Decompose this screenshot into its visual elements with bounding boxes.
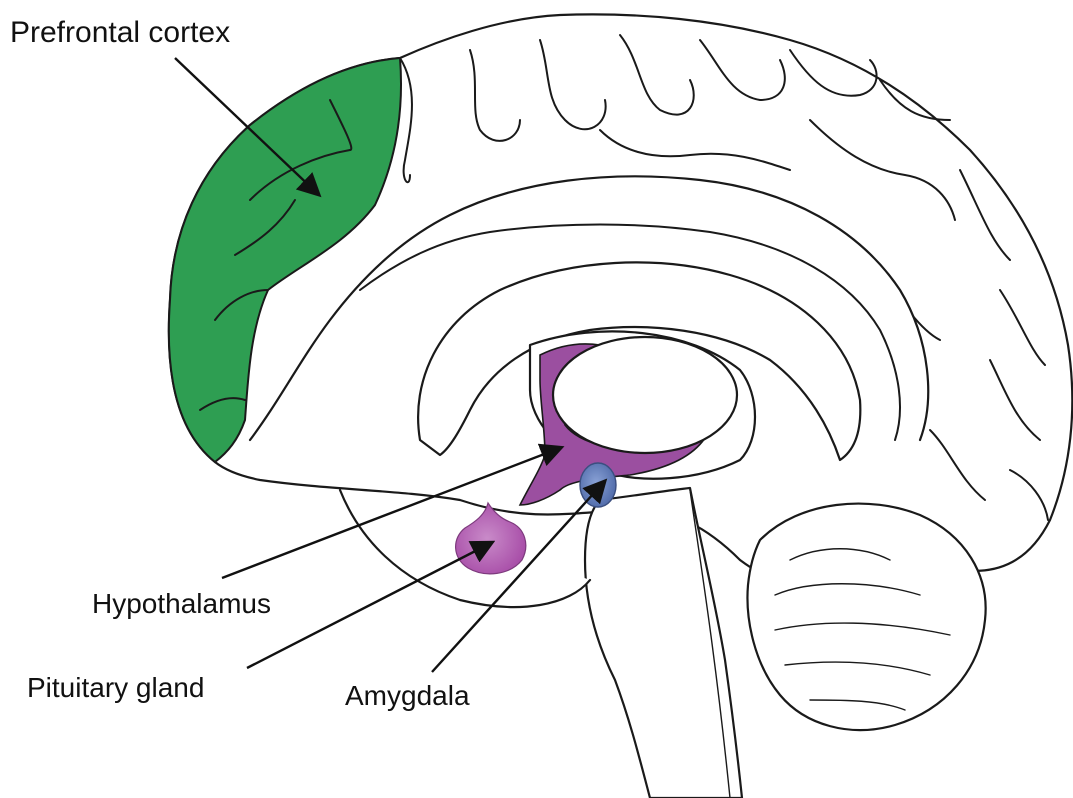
amygdala — [580, 463, 616, 507]
prefrontal-cortex-label: Prefrontal cortex — [10, 16, 230, 49]
cerebellum — [747, 504, 985, 730]
hypothalamus-label: Hypothalamus — [92, 588, 271, 619]
pituitary-arrow — [247, 543, 491, 668]
pituitary-gland-label: Pituitary gland — [27, 672, 204, 703]
amygdala-label: Amygdala — [345, 680, 470, 711]
thalamus — [553, 337, 737, 453]
